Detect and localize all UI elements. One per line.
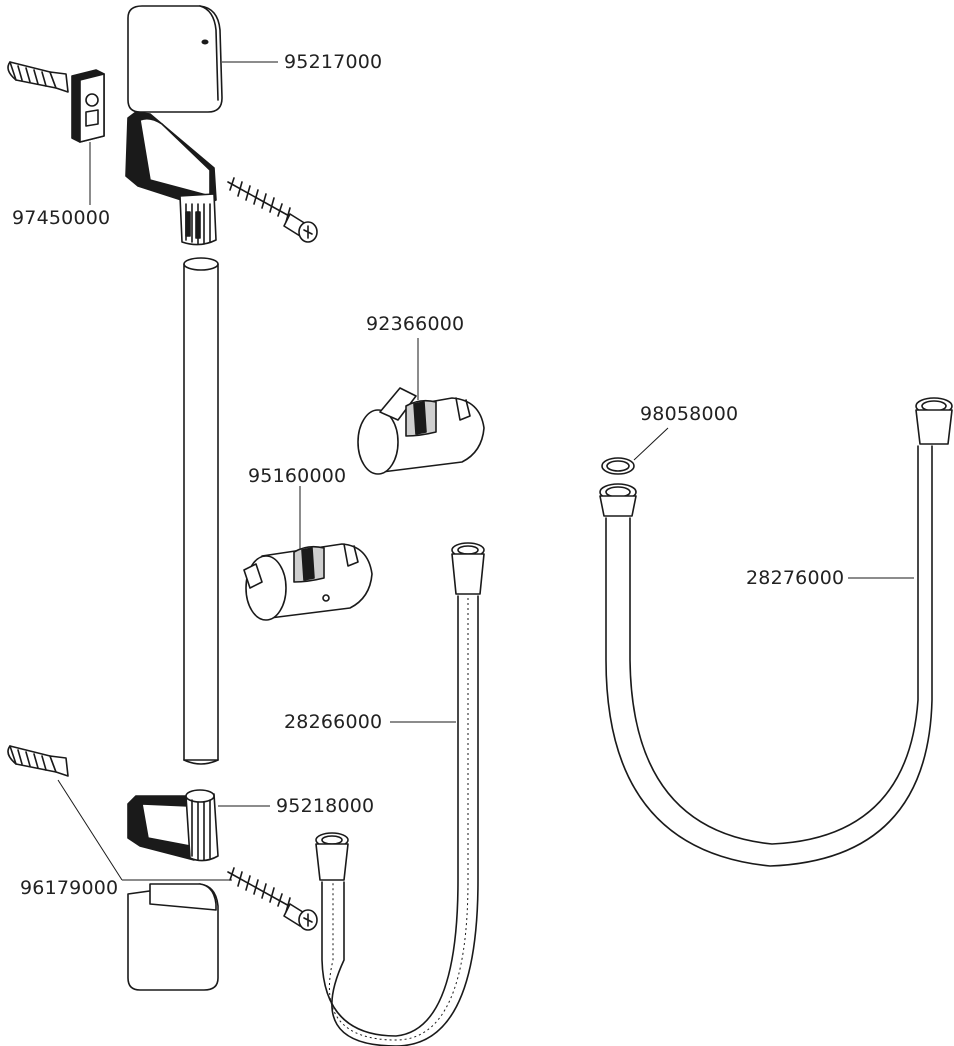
bracket-insert-drawing	[71, 69, 105, 143]
bottom-bracket-drawing	[127, 789, 219, 862]
label-92366000: 92366000	[366, 313, 464, 335]
top-dowel-drawing	[7, 61, 69, 93]
smooth-hose-drawing	[599, 397, 953, 867]
holder-b-drawing	[243, 543, 373, 621]
holder-a-drawing	[357, 387, 485, 475]
label-95217000: 95217000	[284, 51, 382, 73]
seal-washer-drawing	[601, 457, 635, 475]
label-28276000: 28276000	[746, 567, 844, 589]
label-95160000: 95160000	[248, 465, 346, 487]
label-98058000: 98058000	[640, 403, 738, 425]
label-28266000: 28266000	[284, 711, 382, 733]
rail-bar-drawing	[183, 257, 219, 765]
top-bracket-drawing	[125, 111, 217, 246]
leader-98058000	[633, 427, 669, 461]
top-cap-drawing	[127, 5, 223, 113]
leader-96179000-dowel	[57, 779, 123, 881]
bottom-cap-drawing	[127, 883, 219, 991]
label-96179000: 96179000	[20, 877, 118, 899]
label-95218000: 95218000	[276, 795, 374, 817]
label-97450000: 97450000	[12, 207, 110, 229]
bottom-dowel-drawing	[7, 745, 69, 777]
top-screw-drawing	[227, 177, 318, 243]
bottom-screw-drawing	[227, 867, 318, 931]
